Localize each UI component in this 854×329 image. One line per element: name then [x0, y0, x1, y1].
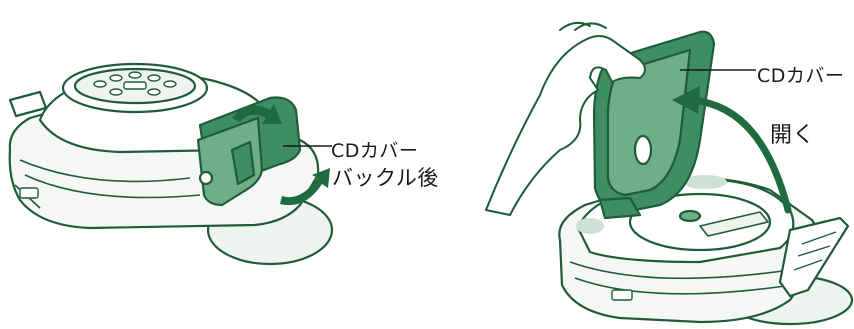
buckle-front-plate: [196, 116, 264, 207]
right-side-arm: [778, 216, 850, 298]
right-disc-well: [628, 192, 772, 252]
label-buckle-back: バックル後: [332, 166, 439, 190]
right-open-arrow: [672, 86, 792, 214]
label-open: 開く: [770, 123, 816, 148]
rotate-arrow-bottom: [280, 168, 330, 206]
hand-outline: [485, 35, 646, 216]
rotate-arrow-top: [232, 104, 282, 124]
right-speaker-grille-right: [683, 175, 727, 189]
cd-cover-hub: [633, 134, 653, 166]
left-rotate-arrows: [232, 104, 330, 206]
right-pickup-rail: [699, 211, 769, 237]
buckle-hinge: [198, 170, 214, 186]
right-hand: [485, 21, 646, 216]
open-arrow-shaft: [680, 96, 792, 214]
open-arrow-head: [672, 86, 700, 114]
label-cd-cover-left: CDカバー: [331, 140, 419, 162]
left-side-clip: [8, 90, 48, 118]
right-spindle: [678, 209, 702, 223]
right-speaker-grille-left: [576, 218, 604, 234]
label-cd-cover-right: CDカバー: [757, 65, 845, 87]
buckle-tab: [230, 140, 256, 186]
cd-cover-inner: [606, 48, 692, 197]
cd-cover-hinge: [598, 196, 642, 220]
left-lid-buttons: [93, 71, 177, 96]
